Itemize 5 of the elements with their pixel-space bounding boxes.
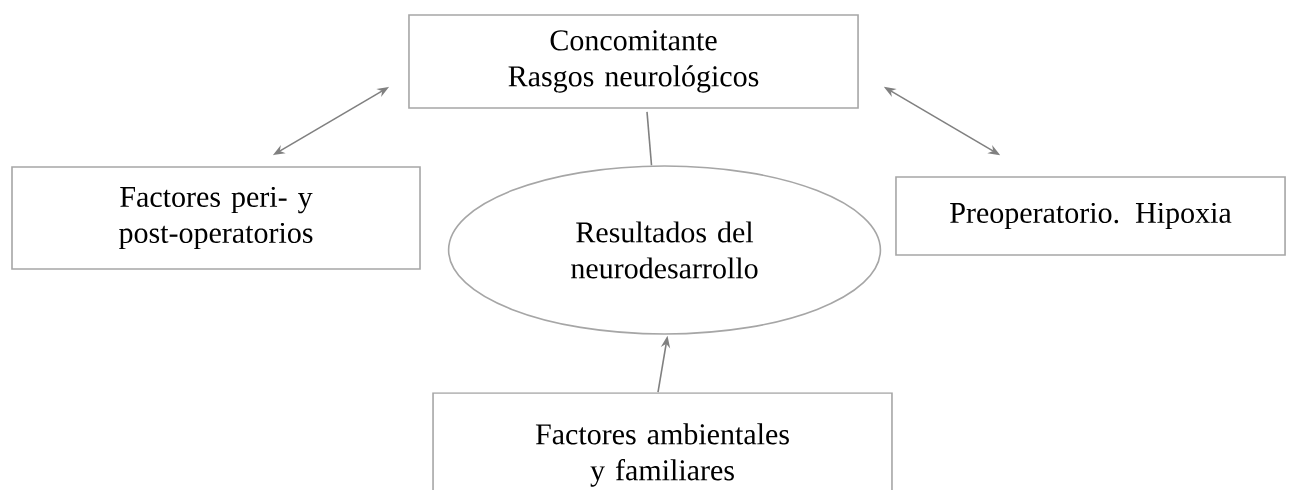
factor-box: Factores peri- y post-operatorios (11, 166, 421, 270)
factor-box: Preoperatorio. Hipoxia (895, 176, 1286, 256)
factor-box: Factores ambientales y familiares (432, 392, 893, 490)
label-box: Concomitante Rasgos neurológicos (408, 14, 859, 109)
connector-line (646, 111, 653, 166)
